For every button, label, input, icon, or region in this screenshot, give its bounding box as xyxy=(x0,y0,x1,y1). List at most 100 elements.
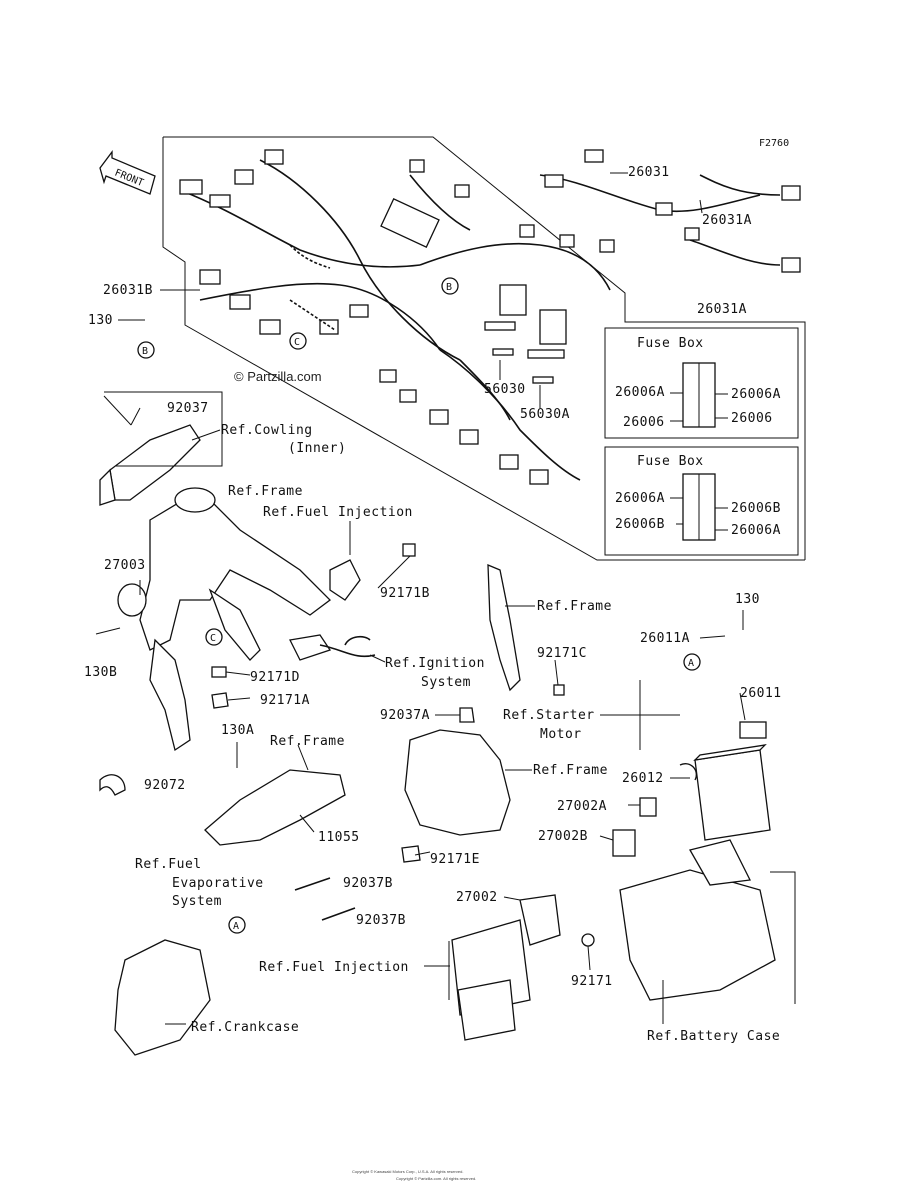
label-92171A: 92171A xyxy=(260,693,310,708)
tie-92037B-1 xyxy=(294,877,331,891)
bracket-11055 xyxy=(204,769,346,846)
label-92037A: 92037A xyxy=(380,708,430,723)
ref-fuel-evap-3: System xyxy=(172,894,222,909)
svg-text:B: B xyxy=(446,282,452,293)
front-arrow: FRONT xyxy=(99,150,156,195)
ecu-27002 xyxy=(448,894,561,1041)
svg-text:C: C xyxy=(294,337,300,348)
center-cover xyxy=(404,729,511,836)
label-92171E: 92171E xyxy=(430,852,480,867)
fuse-box-1-right-0: 26006A xyxy=(731,387,781,402)
callout-b-top: B xyxy=(441,277,459,295)
ref-fuel-injection-1: Ref.Fuel Injection xyxy=(263,505,413,520)
label-26031: 26031 xyxy=(628,165,670,180)
ref-fuel-evap: Ref.Fuel xyxy=(135,857,202,872)
clamp-92171 xyxy=(581,933,595,947)
fuse-box-2: Fuse Box 26006A 26006B 26006B 26006A xyxy=(604,446,799,556)
label-92171D: 92171D xyxy=(250,670,300,685)
ref-starter: Ref.Starter xyxy=(503,708,595,723)
ignition-coil xyxy=(289,634,376,661)
tie-92037B-2 xyxy=(321,907,356,921)
svg-text:C: C xyxy=(210,633,216,644)
label-27002A: 27002A xyxy=(557,799,607,814)
label-92037B-1: 92037B xyxy=(343,876,393,891)
label-92171: 92171 xyxy=(571,974,613,989)
label-27003: 27003 xyxy=(104,558,146,573)
callout-b-left: B xyxy=(137,341,155,359)
fuse-box-1-left-1: 26006 xyxy=(623,415,665,430)
frame-bracket-right xyxy=(487,564,521,692)
label-56030A: 56030A xyxy=(520,407,570,422)
label-26031B: 26031B xyxy=(103,283,153,298)
leader-lines xyxy=(95,172,796,1025)
fuse-box-2-title: Fuse Box xyxy=(637,454,704,469)
callout-a-left: A xyxy=(228,916,246,934)
callout-c-mid: C xyxy=(205,628,223,646)
clamp-92171D xyxy=(211,666,227,678)
label-130: 130 xyxy=(88,313,113,328)
svg-text:A: A xyxy=(688,658,694,669)
battery xyxy=(693,721,771,841)
label-56030: 56030 xyxy=(484,382,526,397)
label-26011: 26011 xyxy=(740,686,782,701)
fuse-box-2-left-0: 26006A xyxy=(615,491,665,506)
main-harness xyxy=(179,149,615,485)
starter-relay xyxy=(679,763,697,781)
band-92072 xyxy=(99,774,126,796)
label-11055: 11055 xyxy=(318,830,360,845)
battery-case xyxy=(619,839,776,1001)
label-130B: 130B xyxy=(84,665,117,680)
sub-harness-26031 xyxy=(539,149,801,273)
footer-line-2: Copyright © Partzilla.com. All rights re… xyxy=(396,1176,476,1181)
fuse-box-1-left-0: 26006A xyxy=(615,385,665,400)
svg-text:B: B xyxy=(142,346,148,357)
label-27002: 27002 xyxy=(456,890,498,905)
label-92037: 92037 xyxy=(167,401,209,416)
ref-cowling: Ref.Cowling xyxy=(221,423,313,438)
fuse-box-2-left-1: 26006B xyxy=(615,517,665,532)
ref-cowling-inner: (Inner) xyxy=(288,441,346,456)
label-26012: 26012 xyxy=(622,771,664,786)
label-130-right: 130 xyxy=(735,592,760,607)
label-26031A-1: 26031A xyxy=(702,213,752,228)
fuel-injection-bracket xyxy=(329,521,361,601)
fuse-box-1-title: Fuse Box xyxy=(637,336,704,351)
frame xyxy=(117,487,331,752)
label-26011A: 26011A xyxy=(640,631,690,646)
fuse-box-1: Fuse Box 26006A 26006 26006A 26006 xyxy=(604,327,799,439)
label-92171C: 92171C xyxy=(537,646,587,661)
ref-ignition-system: System xyxy=(421,675,471,690)
clamp-92171C xyxy=(553,684,565,696)
clamp-92171E xyxy=(401,845,421,863)
fuse-box-2-right-1: 26006A xyxy=(731,523,781,538)
label-92037B-2: 92037B xyxy=(356,913,406,928)
label-26031A-2: 26031A xyxy=(697,302,747,317)
callout-c-top: C xyxy=(289,332,307,350)
ref-starter-motor: Motor xyxy=(540,727,582,742)
callout-a-right: A xyxy=(683,653,701,671)
relay-27002A xyxy=(639,797,657,817)
fuse-box-2-right-0: 26006B xyxy=(731,501,781,516)
ref-frame-3: Ref.Frame xyxy=(270,734,345,749)
harness-outline xyxy=(163,136,806,560)
relay-27002B xyxy=(612,829,636,857)
figure-code: F2760 xyxy=(759,138,789,149)
crankcase-cover xyxy=(114,939,211,1056)
ref-fuel-evap-2: Evaporative xyxy=(172,876,264,891)
label-27002B: 27002B xyxy=(538,829,588,844)
ref-frame-1: Ref.Frame xyxy=(228,484,303,499)
ref-frame-2: Ref.Frame xyxy=(537,599,612,614)
watermark: © Partzilla.com xyxy=(234,369,322,384)
label-92171B: 92171B xyxy=(380,586,430,601)
label-92072: 92072 xyxy=(144,778,186,793)
ref-crankcase: Ref.Crankcase xyxy=(191,1020,299,1035)
cowling-bracket xyxy=(99,391,223,506)
clamp-92171A xyxy=(211,692,229,709)
ref-fuel-injection-2: Ref.Fuel Injection xyxy=(259,960,409,975)
ref-frame-4: Ref.Frame xyxy=(533,763,608,778)
clamp-92171B xyxy=(402,543,416,557)
clamp-92037A xyxy=(459,707,475,723)
ref-battery-case: Ref.Battery Case xyxy=(647,1029,780,1044)
footer-line-1: Copyright © Kawasaki Motors Corp., U.S.A… xyxy=(352,1169,463,1174)
